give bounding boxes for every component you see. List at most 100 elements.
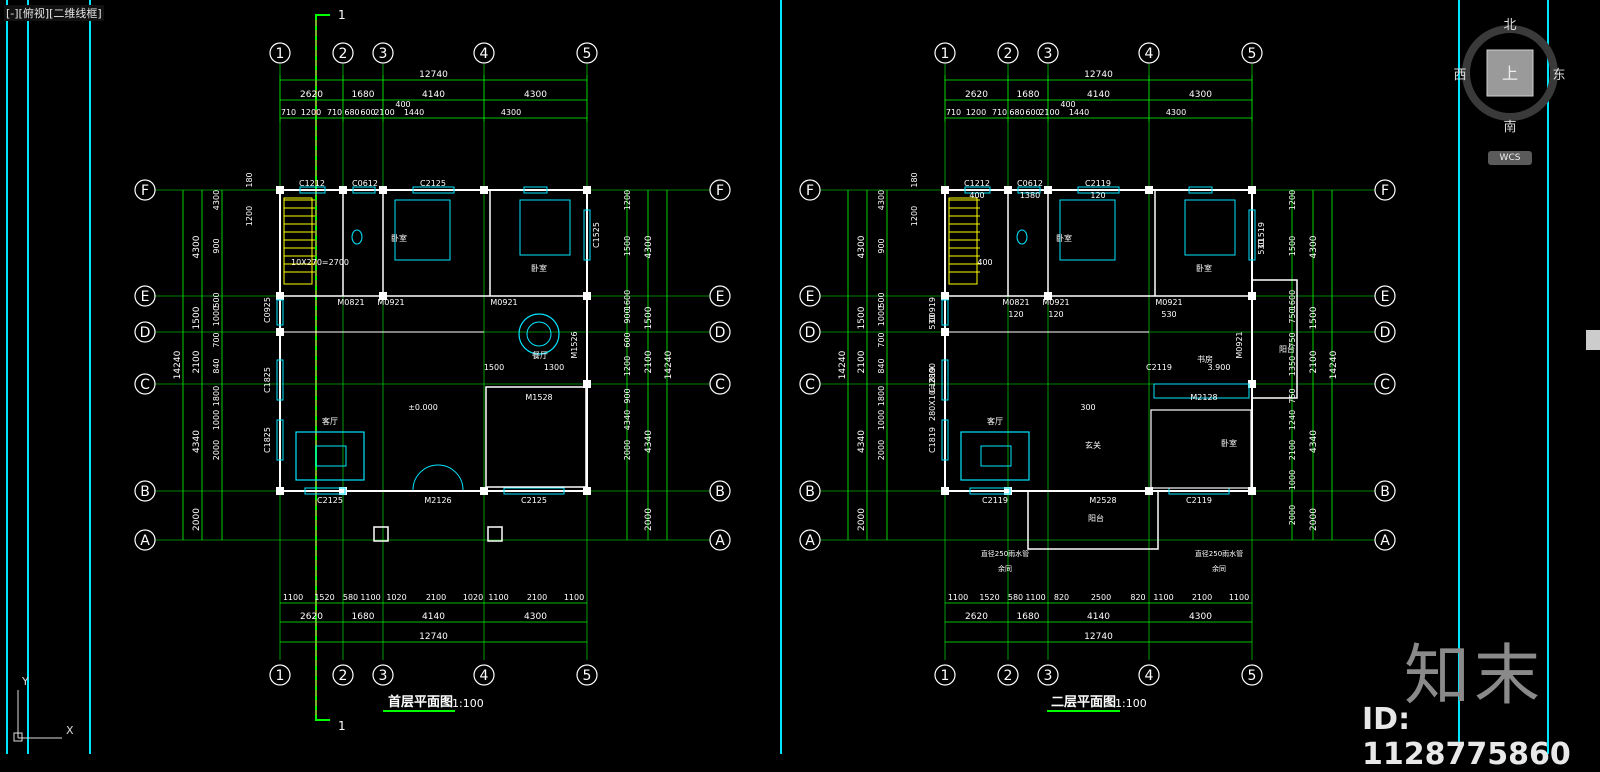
window-top [523,186,548,194]
dim-left-mid: 4300 [857,235,867,258]
structural-column [941,487,949,495]
note-downpipe: 直径250雨水管 [1195,549,1243,558]
plan-label: M0821 [337,298,364,307]
plan-label: C1525 [592,222,601,248]
study-cabinet [1153,383,1250,399]
dim-bottom-detail: 1520 [979,593,999,602]
axis-bubble-left-C: C [805,377,815,393]
plan-label: M1526 [570,331,579,358]
dim-bottom-detail: 1520 [314,593,334,602]
balcony-east [1252,279,1298,399]
dim-bottom-detail: 1100 [488,593,508,602]
dim-top-small: 1440 [1069,108,1089,117]
dim-top-small: 1200 [301,108,321,117]
window-bottom [969,487,1011,495]
dim-top-small: 1200 [966,108,986,117]
dim-right-detail: 900 [623,308,632,323]
axis-bubble-right-D-circle [1374,321,1396,343]
axis-bubble-right-E-circle [709,285,731,307]
window-left [276,299,284,326]
dim-right-detail: 1240 [1288,410,1297,430]
plan-label: M0921 [490,298,517,307]
window-left [941,419,949,461]
window-bottom [304,487,346,495]
wcs-button[interactable]: WCS [1488,151,1532,165]
plan-label: C2125 [420,179,446,188]
window-top [352,186,376,194]
structural-column [1145,186,1153,194]
axis-bubble-top-3: 3 [379,46,388,62]
balcony-south [1027,490,1159,550]
dim-left-detail: 2000 [877,440,886,460]
scroll-tab[interactable] [1586,330,1600,350]
dim-right-mid: 4300 [644,235,654,258]
dim-top-small: 710 [946,108,961,117]
window-right [1248,209,1256,261]
plan-label: M0921 [1042,298,1069,307]
axis-bubble-right-B-circle [1374,480,1396,502]
room-bedroom: 卧室 [1221,438,1237,448]
dim-left-detail: 700 [212,332,221,347]
ucs-y-label: Y [21,675,29,688]
axis-bubble-right-F: F [1381,183,1389,199]
dim-left-mid: 2100 [857,350,867,373]
structural-column [1248,186,1256,194]
plan-label: C2119 [1186,496,1212,505]
porch-column [487,526,503,542]
room-study: 书房 [1197,354,1213,364]
dim-left-mid: 4300 [192,235,202,258]
axis-bubble-top-1-circle [934,42,956,64]
axis-bubble-left-B-circle [134,480,156,502]
plan-label: C0919 [928,297,937,323]
dim-left-detail: 1000 [877,410,886,430]
axis-bubble-left-C-circle [799,373,821,395]
plan-label: 10X270=2700 [291,258,349,267]
watermark-id: ID: 1128775860 [1362,702,1571,772]
dim-bottom-detail: 1020 [463,593,483,602]
structural-column [480,487,488,495]
window-top [299,186,326,194]
axis-bubble-top-5-circle [576,42,598,64]
dim-right-mid: 4300 [1309,235,1319,258]
plan-label: ±0.000 [408,403,438,412]
structural-column [379,186,387,194]
view-cube[interactable]: 上 北 南 东 西 [1453,18,1565,135]
plan-label: 1300 [544,363,564,372]
dim-right-detail: 1200 [623,356,632,376]
plan-label: C2125 [521,496,547,505]
section-marker-top: 1 [338,8,346,22]
plan-label: M0821 [1002,298,1029,307]
axis-bubble-left-D-circle [134,321,156,343]
stair-outline [283,197,313,285]
dim-bottom-detail: 580 [343,593,358,602]
dim-left-misc: 180 [245,172,254,187]
plan-label: 530 [928,314,937,329]
view-cube-west: 西 [1453,68,1466,83]
dim-right-mid: 2100 [1309,350,1319,373]
viewport-label[interactable]: [-][俯视][二维线框] [4,5,104,21]
dim-right-total: 14240 [664,350,674,379]
section-marker [315,14,330,721]
bed [519,199,571,256]
window-top [412,186,455,194]
dim-right-detail: 4340 [623,410,632,430]
structural-column [941,186,949,194]
plan-label: M0921 [1155,298,1182,307]
entrance-door-swing [412,464,464,491]
axis-bubble-left-B: B [140,484,150,500]
dim-left-detail: 4300 [877,190,886,210]
coffee-table [315,445,347,467]
axis-bubble-bottom-5: 5 [583,668,592,684]
dim-top-mid: 4300 [524,90,547,100]
kitchen-wall [485,386,587,488]
plan-label: C2119 [1085,179,1111,188]
dim-left-mid: 4340 [192,430,202,453]
dim-bottom-mid: 2620 [965,612,988,622]
dim-right-total: 14240 [1329,350,1339,379]
axis-bubble-bottom-1-circle [934,664,956,686]
plan-label: 1380 [1020,191,1040,200]
axis-bubble-right-D: D [1380,325,1391,341]
